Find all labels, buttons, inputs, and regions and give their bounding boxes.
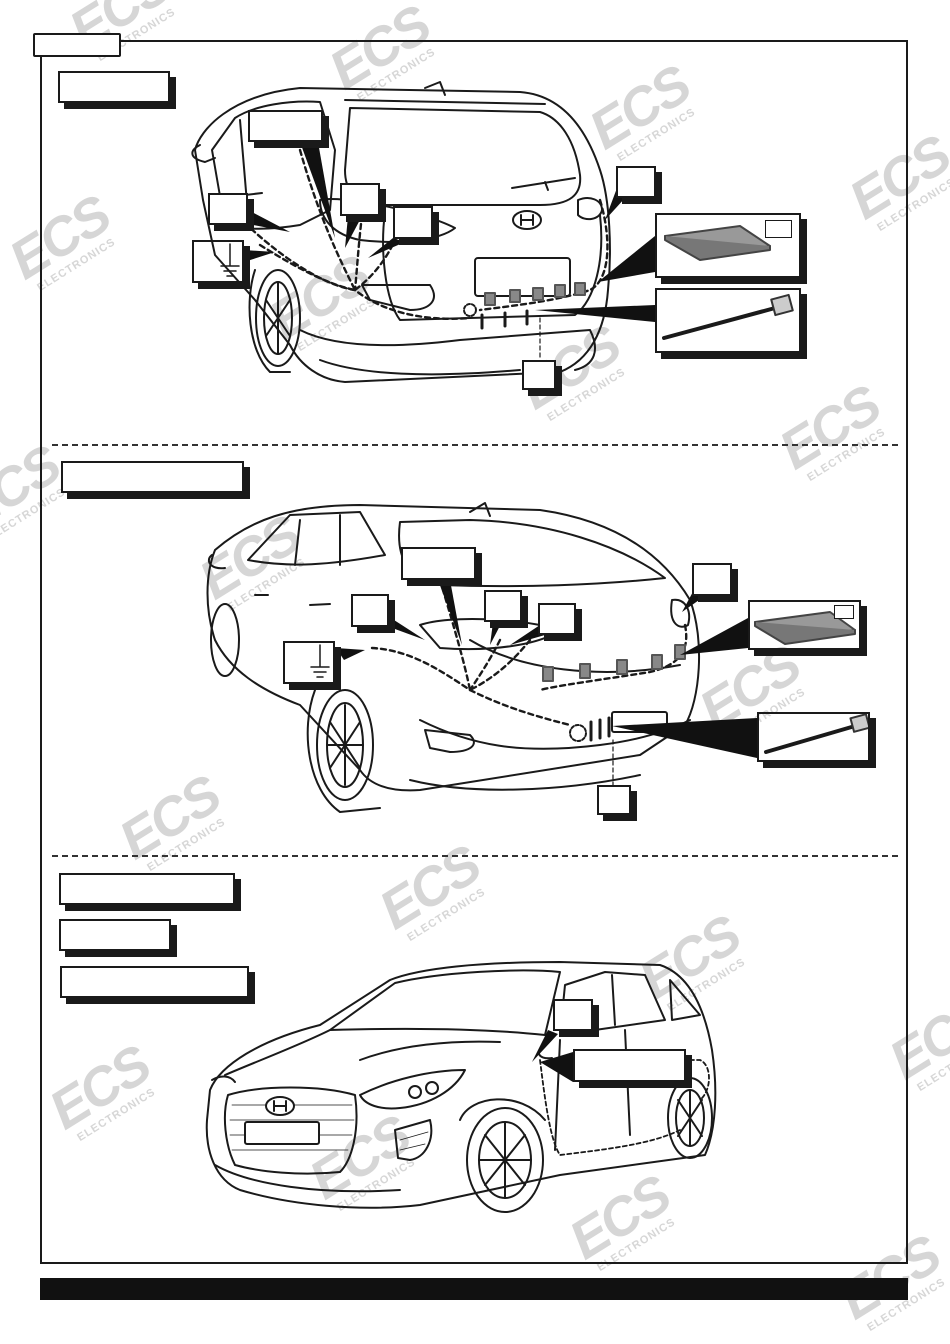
callout-box [616, 166, 656, 198]
callout-box [597, 785, 631, 815]
insulation-tape-icon [664, 225, 771, 261]
callout-box [692, 563, 732, 596]
callout-box [401, 547, 476, 580]
callout-box [340, 183, 380, 216]
callout-box [351, 594, 389, 627]
section-title-box [61, 461, 244, 493]
callout-box [393, 206, 433, 239]
ground-callout-box [283, 641, 335, 684]
quantity-box [765, 220, 792, 238]
ground-symbol-icon [220, 243, 240, 277]
callout-box [538, 603, 576, 635]
callout-box [522, 360, 556, 390]
section-title-box [59, 873, 235, 905]
cable-tie-icon [662, 293, 794, 340]
section-divider [52, 855, 898, 857]
cable-tie-icon [764, 713, 871, 754]
cable-tie-callout-box [757, 712, 870, 762]
quantity-box [834, 605, 854, 619]
callout-box [484, 590, 522, 622]
section-title-box [60, 966, 249, 998]
tape-callout-box [655, 213, 801, 278]
section-title-box [58, 71, 170, 103]
ground-symbol-icon [310, 644, 330, 678]
page-frame [40, 40, 908, 1264]
car-hatchback-front [205, 961, 717, 1213]
section-divider [52, 444, 898, 446]
callout-box [553, 999, 593, 1031]
cable-tie-callout-box [655, 288, 801, 353]
page-tab [33, 33, 121, 57]
insulation-tape-icon [754, 611, 856, 645]
callout-box [248, 110, 323, 142]
tape-callout-box [748, 600, 861, 650]
section-title-box [59, 919, 171, 951]
callout-box [208, 193, 248, 225]
callout-box [573, 1049, 686, 1082]
ground-callout-box [192, 240, 244, 283]
footer-bar [40, 1278, 908, 1300]
car-fastback-rear [206, 502, 757, 813]
